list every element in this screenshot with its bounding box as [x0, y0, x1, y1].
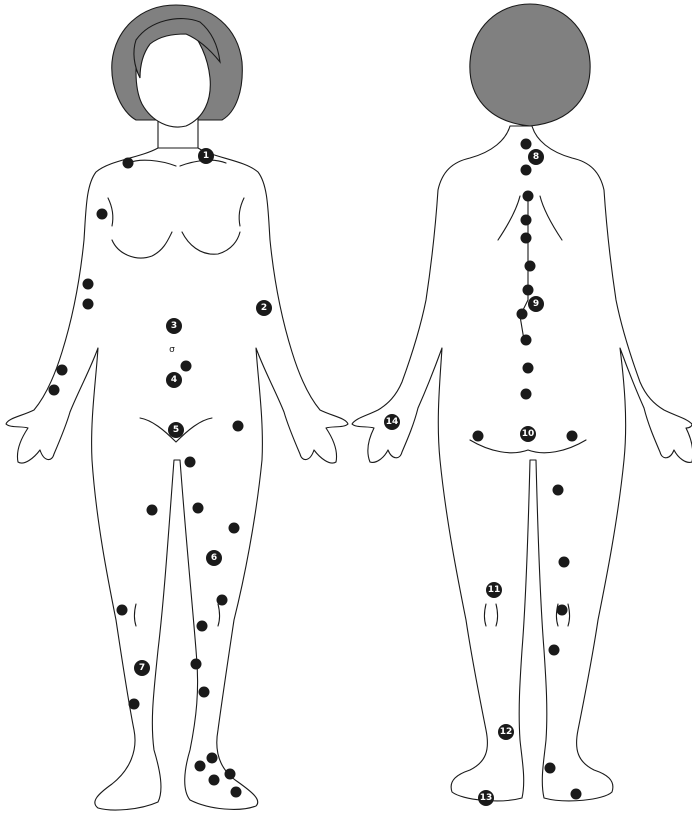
- marker-dot: [181, 361, 192, 372]
- svg-text:5: 5: [173, 425, 179, 435]
- back-body: [352, 126, 692, 801]
- badge-5: 5: [168, 422, 184, 438]
- badge-6: 6: [206, 550, 222, 566]
- svg-text:12: 12: [500, 727, 513, 737]
- marker-dot: [123, 158, 134, 169]
- badge-8: 8: [528, 149, 544, 165]
- marker-dot: [473, 431, 484, 442]
- marker-dot: [217, 595, 228, 606]
- svg-text:11: 11: [488, 585, 501, 595]
- marker-dot: [129, 699, 140, 710]
- marker-dot: [49, 385, 60, 396]
- back-figure: 8 9 10 11 12 13: [352, 4, 692, 806]
- svg-text:3: 3: [171, 321, 177, 331]
- marker-dot: [557, 605, 568, 616]
- marker-dot: [549, 645, 560, 656]
- marker-dot: [517, 309, 528, 320]
- marker-dot: [83, 299, 94, 310]
- marker-dot: [185, 457, 196, 468]
- front-body: [6, 148, 348, 810]
- marker-dot: [523, 363, 534, 374]
- marker-dot: [231, 787, 242, 798]
- navel-symbol: σ: [169, 345, 175, 355]
- badge-14: 14: [384, 414, 400, 430]
- marker-dot: [525, 261, 536, 272]
- badge-1: 1: [198, 148, 214, 164]
- svg-text:10: 10: [522, 429, 535, 439]
- svg-text:7: 7: [139, 663, 145, 673]
- marker-dot: [521, 335, 532, 346]
- svg-text:8: 8: [533, 152, 539, 162]
- marker-dot: [567, 431, 578, 442]
- svg-text:1: 1: [203, 151, 209, 161]
- marker-dot: [83, 279, 94, 290]
- marker-dot: [521, 389, 532, 400]
- marker-dot: [195, 761, 206, 772]
- marker-dot: [521, 165, 532, 176]
- marker-dot: [553, 485, 564, 496]
- svg-text:13: 13: [480, 793, 493, 803]
- badge-12: 12: [498, 724, 514, 740]
- marker-dot: [559, 557, 570, 568]
- marker-dot: [523, 285, 534, 296]
- marker-dot: [545, 763, 556, 774]
- marker-dot: [207, 753, 218, 764]
- marker-dot: [191, 659, 202, 670]
- badge-3: 3: [166, 318, 182, 334]
- marker-dot: [97, 209, 108, 220]
- svg-text:14: 14: [386, 417, 399, 427]
- marker-dot: [521, 139, 532, 150]
- svg-text:9: 9: [533, 299, 539, 309]
- marker-dot: [199, 687, 210, 698]
- marker-dot: [571, 789, 582, 800]
- marker-dot: [197, 621, 208, 632]
- badge-11: 11: [486, 582, 502, 598]
- front-figure: σ: [6, 5, 348, 810]
- marker-dot: [521, 215, 532, 226]
- marker-dot: [57, 365, 68, 376]
- marker-dot: [209, 775, 220, 786]
- marker-dot: [193, 503, 204, 514]
- marker-dot: [233, 421, 244, 432]
- svg-text:6: 6: [211, 553, 217, 563]
- back-hair: [470, 4, 590, 126]
- marker-dot: [117, 605, 128, 616]
- svg-text:2: 2: [261, 303, 267, 313]
- badge-9: 9: [528, 296, 544, 312]
- marker-dot: [147, 505, 158, 516]
- badge-7: 7: [134, 660, 150, 676]
- marker-dot: [521, 233, 532, 244]
- marker-dot: [523, 191, 534, 202]
- marker-dot: [225, 769, 236, 780]
- badge-13: 13: [478, 790, 494, 806]
- badge-10: 10: [520, 426, 536, 442]
- svg-text:4: 4: [171, 375, 177, 385]
- badge-2: 2: [256, 300, 272, 316]
- marker-dot: [229, 523, 240, 534]
- badge-4: 4: [166, 372, 182, 388]
